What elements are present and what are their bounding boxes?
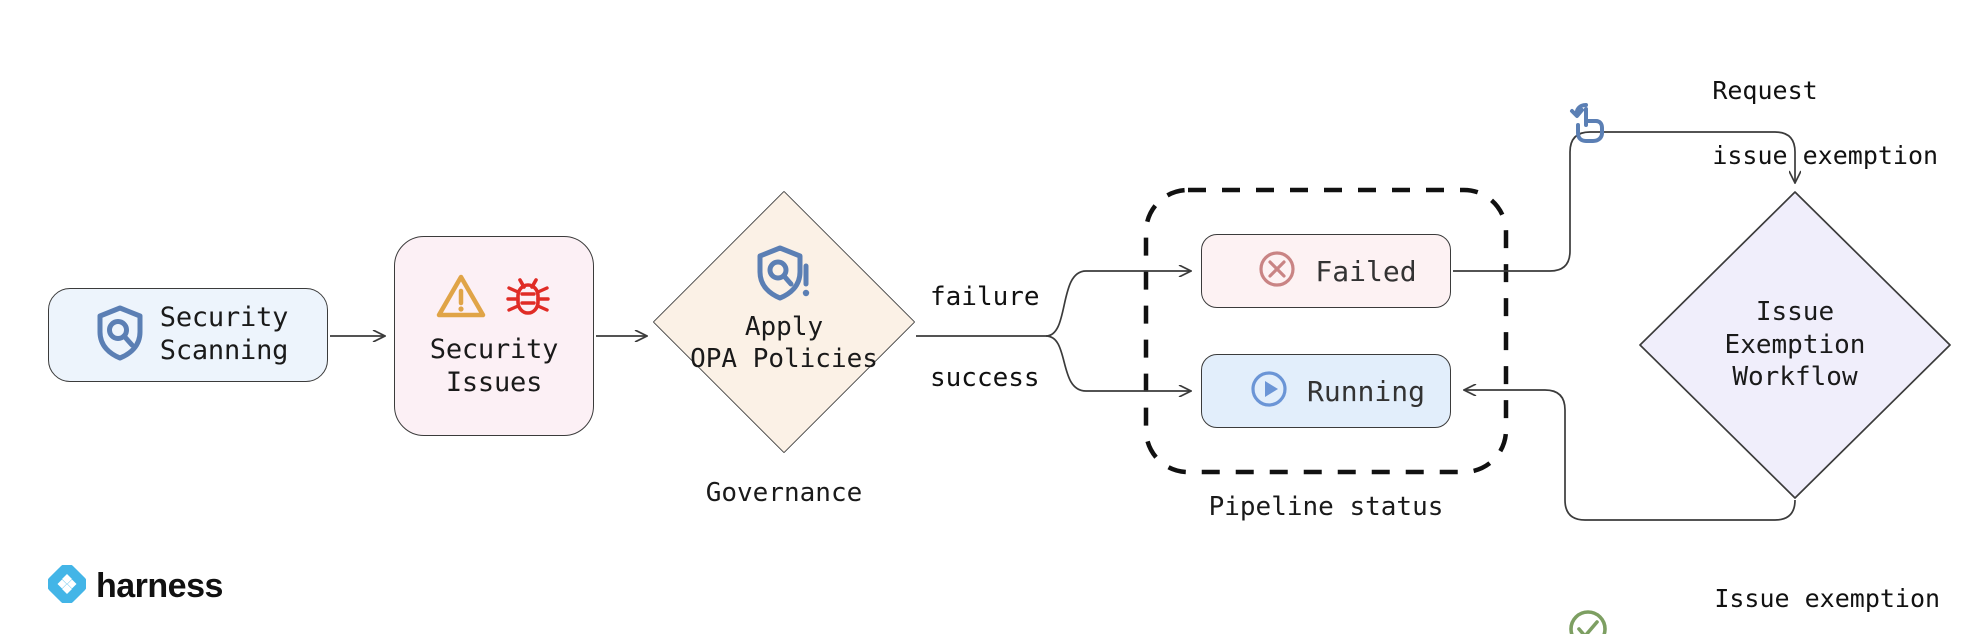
edge-split-to-failed [1045,271,1190,337]
node-security-issues[interactable]: Security Issues [394,236,594,436]
warning-triangle-icon [436,273,486,323]
check-circle-icon [1566,607,1610,634]
harness-wordmark: harness [96,566,223,605]
harness-diamond-logo [46,563,88,607]
annotation-request-line1: Request [1712,75,1818,105]
pipeline-status-container [1143,187,1509,475]
status-failed[interactable]: Failed [1201,234,1451,308]
annotation-request-text: Request issue exemption [1622,42,1938,205]
node-issue-exemption-workflow[interactable]: Issue Exemption Workflow [1636,186,1954,504]
security-issues-label: Security Issues [429,334,559,398]
node-governance[interactable]: Apply OPA Policies [648,186,920,458]
annotation-request-line2: issue exemption [1712,140,1939,170]
annotation-approved-line1: Issue exemption [1714,583,1941,613]
status-running-label: Running [1306,374,1425,408]
click-hand-icon [1566,97,1608,149]
annotation-request-exemption: Request issue exemption [1566,42,1938,205]
security-scanning-label: Security Scanning [159,302,289,366]
annotation-exemption-approved: Issue exemption request approved [1566,550,1955,634]
harness-logo: harness [46,563,223,607]
annotation-approved-text: Issue exemption request approved [1624,550,1955,634]
play-circle-icon [1249,369,1289,413]
shield-search-icon [94,304,146,366]
edge-label-success: success [930,363,1040,393]
bug-icon [504,272,552,324]
pipeline-status-caption: Pipeline status [1208,492,1444,522]
x-circle-icon [1257,249,1297,293]
shield-alert-icon [756,244,812,308]
governance-caption: Governance [705,478,863,508]
issue-exemption-workflow-label: Issue Exemption Workflow [1724,297,1866,393]
status-running[interactable]: Running [1201,354,1451,428]
edge-label-failure: failure [930,282,1040,312]
edge-split-to-running [1045,335,1190,391]
security-issues-icon-row [436,272,552,324]
governance-label: Apply OPA Policies [690,311,878,375]
status-failed-label: Failed [1315,254,1417,288]
node-security-scanning[interactable]: Security Scanning [48,288,328,382]
